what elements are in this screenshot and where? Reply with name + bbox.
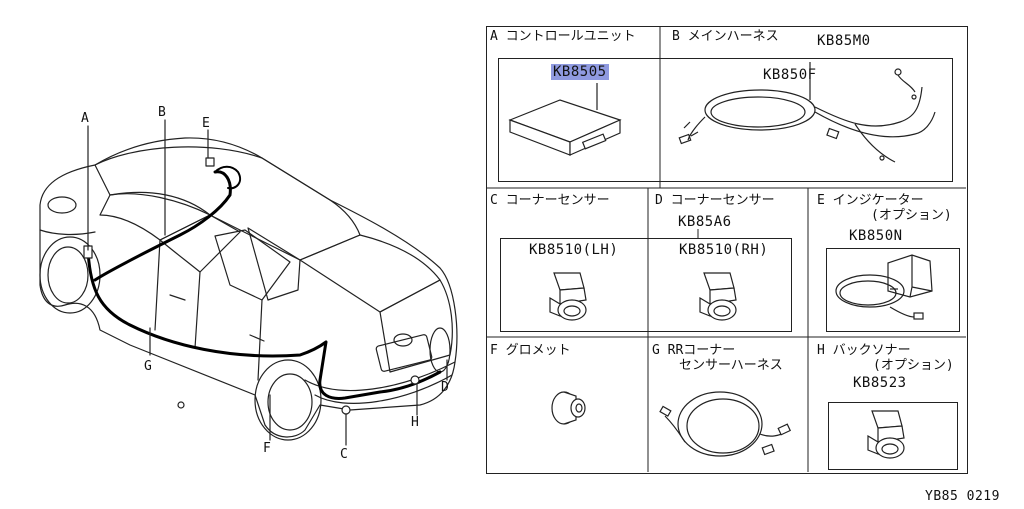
- panel-g-title: G RRコーナー: [652, 343, 736, 358]
- panel-a-frame: [498, 58, 661, 182]
- control-unit-drawing: [508, 83, 622, 156]
- corner-sensor-lh-drawing: [549, 272, 587, 321]
- panel-a-part-code: KB8505: [551, 64, 609, 80]
- panel-d-code: KB8510(RH): [679, 242, 769, 258]
- indicator-drawing: [835, 254, 933, 320]
- callout-f: F: [263, 441, 271, 456]
- panel-g-subtitle: センサーハーネス: [679, 358, 783, 373]
- callout-d: D: [441, 380, 449, 395]
- callout-e: E: [202, 116, 210, 131]
- cd-shared-frame: [500, 238, 792, 332]
- panel-e-subtitle: (オプション): [871, 208, 952, 223]
- panel-c-title: C コーナーセンサー: [490, 193, 610, 208]
- grommet-drawing: [551, 391, 586, 425]
- panel-e-title: E インジケーター: [817, 193, 924, 208]
- parts-grid: [486, 26, 968, 474]
- corner-sensor-rh-drawing: [699, 272, 737, 321]
- diagram-reference: YB85 0219: [925, 489, 1000, 504]
- panel-c-code: KB8510(LH): [529, 242, 619, 258]
- callout-a: A: [81, 111, 89, 126]
- callout-c: C: [340, 447, 348, 462]
- panel-b-title: B メインハーネス: [672, 29, 779, 44]
- panel-h-code: KB8523: [853, 375, 907, 391]
- panel-d-code-top: KB85A6: [678, 214, 732, 230]
- panel-h-title: H バックソナー: [817, 343, 911, 358]
- callout-b: B: [158, 105, 166, 120]
- panel-e-frame: [826, 248, 960, 332]
- panel-h-subtitle: (オプション): [873, 358, 954, 373]
- panel-f-title: F グロメット: [490, 343, 571, 358]
- panel-a-title: A コントロールユニット: [490, 29, 636, 44]
- callout-g: G: [144, 359, 152, 374]
- panel-b-code-top: KB85M0: [817, 33, 871, 49]
- panel-h-frame: [828, 402, 958, 470]
- panel-b-frame: [660, 58, 953, 182]
- callout-h: H: [411, 415, 419, 430]
- back-sonar-drawing: [867, 410, 905, 459]
- panel-d-title: D コーナーセンサー: [655, 193, 775, 208]
- car-illustration: [39, 119, 458, 446]
- highlighted-part-code[interactable]: KB8505: [551, 64, 609, 80]
- rr-corner-harness-drawing: [659, 391, 792, 457]
- panel-e-code: KB850N: [849, 228, 903, 244]
- panel-b-code-inner: KB850F: [763, 67, 817, 83]
- main-harness-drawing: [678, 62, 936, 163]
